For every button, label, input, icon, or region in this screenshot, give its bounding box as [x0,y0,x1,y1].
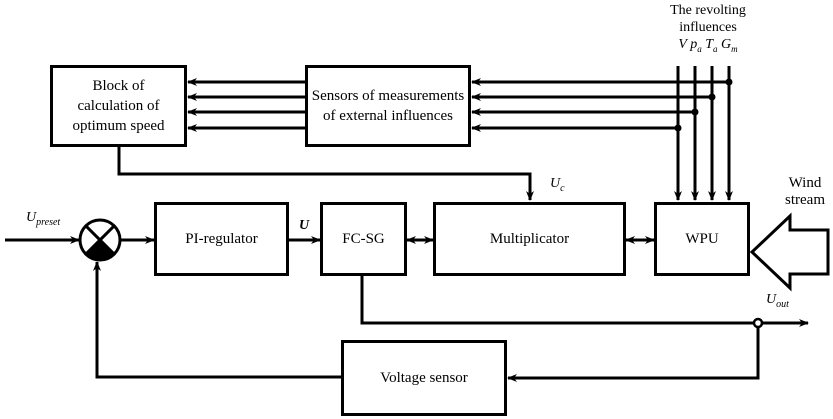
junction-dot-ta [708,93,716,101]
block-multiplicator: Multiplicator [433,202,626,276]
wire-calc-to-multiplicator [117,145,534,201]
block-optimum-speed: Block of calculation of optimum speed [50,65,187,147]
influence-symbols: V pa Ta Gm [678,37,738,54]
junction-dot-gm [725,78,733,86]
block-sensors: Sensors of measurements of external infl… [305,65,471,147]
junction-dot-pa [691,108,699,116]
wire-uout-to-sensor [507,323,760,382]
output-node [752,317,764,329]
wire-sensor-to-sum [93,261,341,379]
summing-junction [78,218,122,262]
label-u-preset: Upreset [26,210,61,228]
block-pi-regulator: PI-regulator [154,202,289,276]
wire-fcsg-output [360,276,809,327]
block-fc-sg: FC-SG [320,202,407,276]
label-u-c: Uc [550,176,565,194]
wind-stream-arrow [749,212,830,292]
block-wpu: WPU [654,202,750,276]
junction-dot-v [674,124,682,132]
label-u-out: Uout [766,292,789,310]
block-voltage-sensor: Voltage sensor [341,340,507,416]
label-u: U [299,218,310,233]
